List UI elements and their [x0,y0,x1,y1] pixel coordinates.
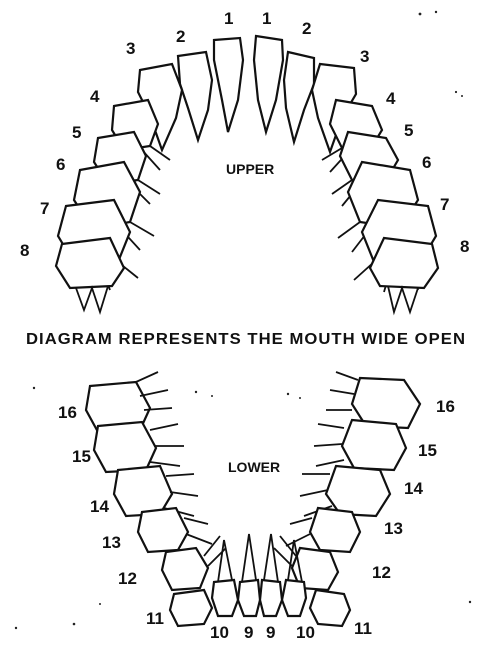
lower-tooth-right-13 [286,508,360,552]
upper-right-number-2: 2 [302,19,311,38]
lower-tooth-left-10 [212,540,238,616]
upper-left-number-5: 5 [72,123,81,142]
upper-arch: 1 2 3 4 5 6 7 8 1 2 3 4 5 6 7 8 UPPER [20,9,469,312]
upper-right-number-8: 8 [460,237,469,256]
lower-tooth-right-9 [260,534,282,616]
lower-right-number-15: 15 [418,441,437,460]
lower-tooth-right-14 [300,466,390,516]
lower-tooth-right-11 [310,590,350,626]
upper-left-number-7: 7 [40,199,49,218]
upper-left-number-4: 4 [90,87,100,106]
lower-right-number-12: 12 [372,563,391,582]
lower-tooth-left-15 [94,422,184,472]
lower-tooth-right-15 [314,420,406,470]
lower-right-number-10: 10 [296,623,315,642]
lower-arch-label: LOWER [228,459,280,475]
upper-tooth-right-8 [370,238,438,312]
lower-left-number-13: 13 [102,533,121,552]
upper-right-number-4: 4 [386,89,396,108]
upper-right-number-7: 7 [440,195,449,214]
upper-arch-label: UPPER [226,161,274,177]
upper-right-number-3: 3 [360,47,369,66]
lower-right-number-9: 9 [266,623,275,642]
lower-left-number-16: 16 [58,403,77,422]
upper-tooth-right-1 [254,36,283,132]
upper-right-number-1: 1 [262,9,271,28]
lower-tooth-left-11 [170,590,212,626]
upper-right-number-5: 5 [404,121,413,140]
upper-left-number-2: 2 [176,27,185,46]
lower-left-number-14: 14 [90,497,109,516]
upper-tooth-right-2 [284,52,314,142]
lower-tooth-left-14 [114,466,198,516]
upper-tooth-left-2 [178,52,212,140]
diagram-caption: DIAGRAM REPRESENTS THE MOUTH WIDE OPEN [26,331,466,348]
lower-right-number-13: 13 [384,519,403,538]
lower-arch: 16 15 14 13 12 11 10 9 16 15 14 13 12 11… [58,372,455,642]
upper-left-number-3: 3 [126,39,135,58]
upper-right-number-6: 6 [422,153,431,172]
upper-left-number-1: 1 [224,9,233,28]
lower-left-number-9: 9 [244,623,253,642]
lower-tooth-left-13 [138,508,212,552]
lower-left-number-15: 15 [72,447,91,466]
upper-tooth-left-1 [214,38,243,132]
lower-right-number-16: 16 [436,397,455,416]
lower-tooth-right-16 [326,372,420,428]
lower-left-number-12: 12 [118,569,137,588]
lower-left-number-10: 10 [210,623,229,642]
lower-left-number-11: 11 [146,609,164,628]
lower-right-number-14: 14 [404,479,423,498]
upper-tooth-left-8 [56,238,124,312]
lower-tooth-left-9 [238,534,260,616]
upper-left-number-8: 8 [20,241,29,260]
upper-left-number-6: 6 [56,155,65,174]
lower-right-number-11: 11 [354,619,372,638]
